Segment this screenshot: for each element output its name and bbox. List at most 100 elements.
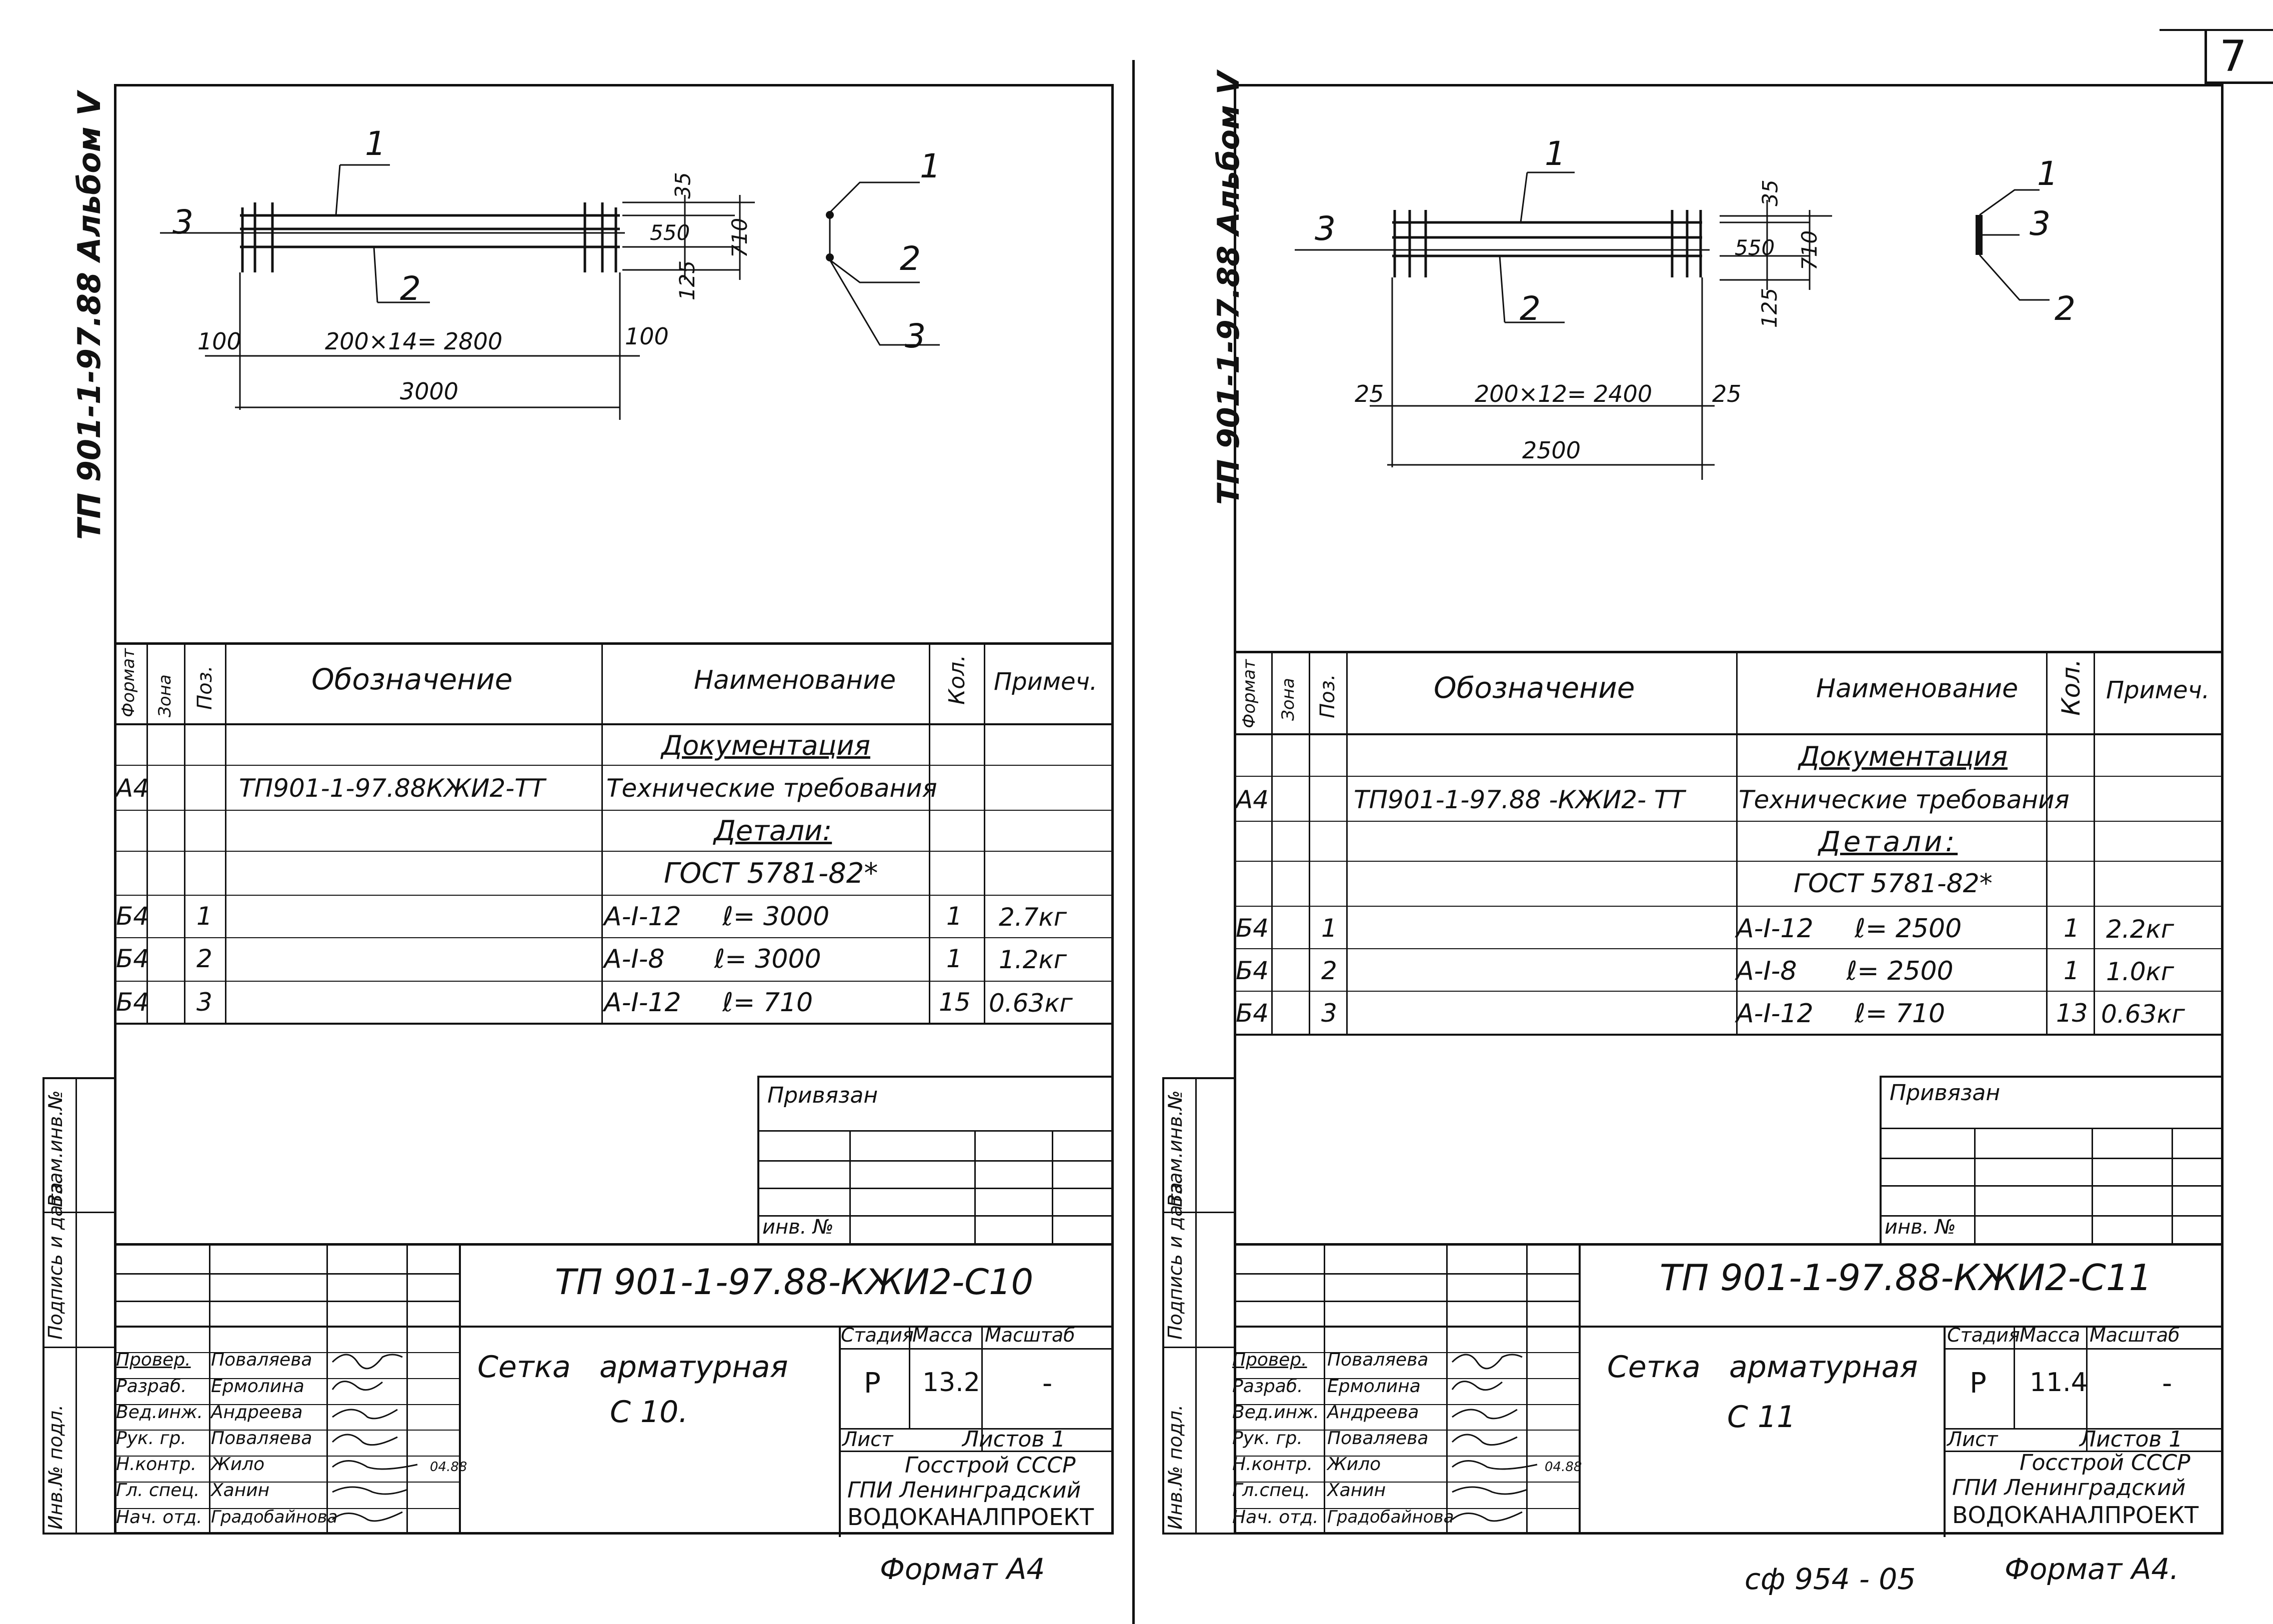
- spec-table: Формат Зона Поз. Обозначение Наименовани…: [114, 642, 1114, 1025]
- spec-row-3-name: Детали:: [714, 815, 832, 847]
- spec-row-5-note: 2.2кг: [2106, 915, 2174, 944]
- spec-row-2-name: Технические требования: [1739, 785, 2070, 814]
- section-label-3: 3: [905, 317, 926, 355]
- frame: [114, 84, 1114, 1535]
- role-5: Н.контр.: [116, 1454, 197, 1475]
- role-3: Вед.инж.: [116, 1402, 203, 1423]
- hdr-qty: Кол.: [944, 654, 970, 705]
- spec-row-5-name: А-I-12 ℓ= 3000: [604, 902, 830, 932]
- side-stamp: [1162, 1077, 1234, 1535]
- frame: [1234, 84, 2224, 1535]
- spec-row-4-name: ГОСТ 5781-82*: [664, 857, 878, 890]
- spec-row-4-name: ГОСТ 5781-82*: [1794, 869, 1993, 899]
- spec-row-2-name: Технические требования: [606, 774, 937, 803]
- spec-row-5-format: Б4: [1236, 914, 1269, 943]
- mass-value: 11.4: [2030, 1368, 2088, 1398]
- signatures: [1451, 1354, 1538, 1522]
- mesh-drawing: [160, 164, 940, 420]
- spec-row-6-name: А-I-8 ℓ= 2500: [1736, 956, 1954, 986]
- privyazan-box: [757, 1076, 1114, 1245]
- section-label-3: 2: [2055, 289, 2076, 328]
- hdr-name: Наименование: [1816, 674, 2019, 704]
- dim-mid: 200×12= 2400: [1475, 380, 1653, 407]
- dim-total: 2500: [1522, 437, 1581, 464]
- role-6: Гл.спец.: [1232, 1480, 1310, 1501]
- pos-label-left: 3: [172, 203, 193, 241]
- dim-550: 550: [650, 220, 690, 245]
- spec-row-7-format: Б4: [1236, 999, 1269, 1028]
- pos-label-top: 1: [365, 124, 386, 163]
- dim-125: 125: [1757, 287, 1782, 328]
- pos-label-left: 3: [1315, 209, 1336, 248]
- hdr-format: Формат: [118, 648, 138, 717]
- spec-row-6-note: 1.2кг: [999, 945, 1067, 974]
- spec-col-lines: [114, 645, 1114, 1023]
- sheets-label: Листов 1: [962, 1427, 1066, 1452]
- hdr-designation: Обозначение: [1434, 671, 1635, 705]
- title-name-2: С 11: [1727, 1400, 1796, 1435]
- role-1: Провер.: [116, 1350, 191, 1370]
- page-number-top-line: [2160, 29, 2273, 31]
- dim-left: 100: [197, 328, 241, 355]
- center-divider: [1132, 60, 1135, 1624]
- scale-value: -: [1042, 1367, 1053, 1400]
- spec-row-6-pos: 2: [196, 944, 212, 973]
- inv-no-label: инв. №: [762, 1216, 834, 1239]
- spec-row-7-pos: 3: [1321, 999, 1337, 1028]
- spec-row-5-name: А-I-12 ℓ= 2500: [1736, 914, 1962, 944]
- scale-value: -: [2162, 1367, 2173, 1400]
- format-label: Формат А4.: [2005, 1552, 2179, 1586]
- spec-row-7-note: 0.63кг: [2101, 1000, 2185, 1029]
- title-block: [114, 1243, 1114, 1537]
- hdr-format: Формат: [1239, 659, 1259, 728]
- spec-row-7-name: А-I-12 ℓ= 710: [604, 988, 813, 1018]
- section-label-1: 1: [2037, 154, 2058, 193]
- spec-row-6-format: Б4: [1236, 956, 1269, 985]
- person-7: Градобайнова: [211, 1507, 338, 1527]
- person-3: Андреева: [211, 1402, 303, 1423]
- dim-right: 25: [1712, 380, 1742, 407]
- title-code: ТП 901-1-97.88-КЖИ2-С10: [555, 1262, 1034, 1303]
- mass-label: Масса: [912, 1324, 973, 1346]
- person-3: Андреева: [1327, 1402, 1419, 1423]
- org-line-1: Госстрой СССР: [905, 1453, 1076, 1478]
- dim-total: 3000: [400, 378, 459, 405]
- side-label-inv: Инв.№ подл.: [1164, 1404, 1186, 1530]
- stage-value: Р: [1970, 1367, 1987, 1400]
- scale-label: Масштаб: [2090, 1324, 2180, 1346]
- sheet-left: ТП 901-1-97.88 Альбом V: [0, 0, 1135, 1624]
- role-2: Разраб.: [116, 1376, 187, 1397]
- hdr-qty: Кол.: [2057, 659, 2086, 716]
- dim-left: 25: [1355, 380, 1384, 407]
- inv-no-label: инв. №: [1885, 1216, 1956, 1239]
- dim-right: 100: [625, 323, 669, 350]
- spec-row-7-format: Б4: [116, 988, 149, 1017]
- bottom-code: сф 954 - 05: [1745, 1562, 1916, 1596]
- spec-row-5-qty: 1: [946, 902, 962, 931]
- sheet-right: ТП 901-1-97.88 Альбом V: [1140, 0, 2273, 1624]
- spec-row-6-note: 1.0кг: [2106, 957, 2174, 986]
- stage-label: Стадия: [1947, 1324, 2020, 1346]
- pos-label-mid: 2: [1520, 289, 1541, 328]
- spec-row-2-designation: ТП901-1-97.88 -КЖИ2- ТТ: [1354, 785, 1685, 814]
- sheet-label: Лист: [842, 1428, 893, 1451]
- spec-row-1-name: Документация: [661, 730, 870, 761]
- page-number-box: [2205, 29, 2273, 84]
- person-1: Поваляева: [211, 1350, 312, 1370]
- spec-row-7-pos: 3: [196, 988, 212, 1017]
- dim-710: 710: [1797, 230, 1822, 271]
- spec-row-6-qty: 1: [2064, 956, 2080, 985]
- spec-row-2-format: А4: [116, 774, 149, 803]
- privyazan-label: Привязан: [1890, 1080, 2001, 1106]
- org-line-2: ГПИ Ленинградский: [847, 1478, 1081, 1503]
- dim-125: 125: [675, 260, 700, 301]
- hdr-zone: Зона: [1278, 678, 1298, 721]
- mass-value: 13.2: [922, 1368, 980, 1398]
- org-line-3: ВОДОКАНАЛПРОЕКТ: [1952, 1502, 2199, 1529]
- person-2: Ермолина: [211, 1376, 304, 1397]
- dim-710: 710: [727, 217, 752, 258]
- role-1: Провер.: [1232, 1350, 1307, 1370]
- stage-label: Стадия: [841, 1324, 914, 1346]
- signatures: [331, 1354, 418, 1522]
- section-label-1: 1: [920, 147, 941, 185]
